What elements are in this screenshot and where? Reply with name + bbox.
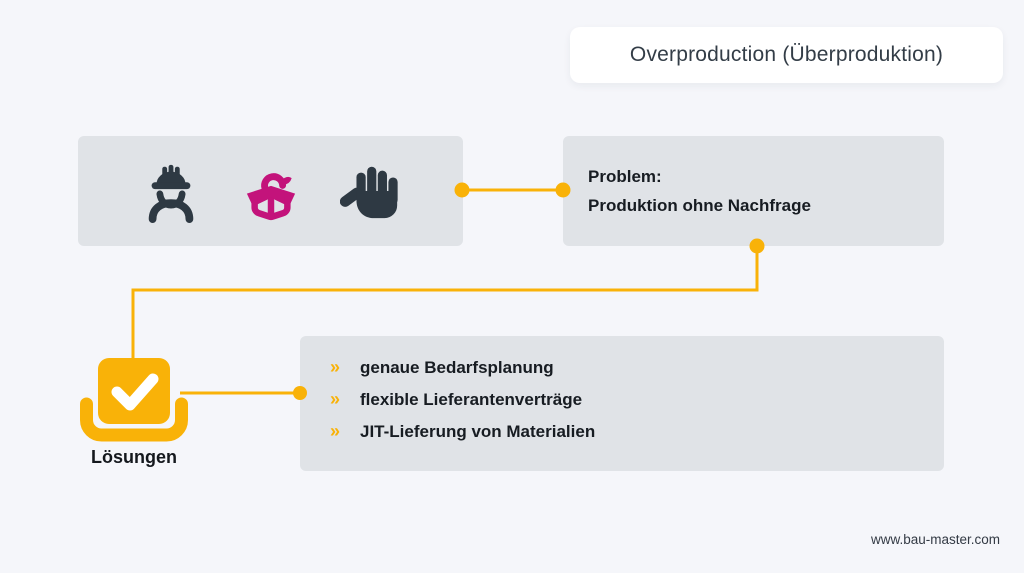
solutions-label: Lösungen [91, 447, 177, 467]
chevron-bullet-icon: » [330, 357, 341, 377]
list-item: » genaue Bedarfsplanung [330, 357, 944, 389]
solutions-checkbox-icon [80, 356, 188, 444]
open-box-icon [240, 158, 302, 224]
title-card: Overproduction (Überproduktion) [570, 27, 1003, 83]
website-url: www.bau-master.com [870, 532, 1000, 547]
solution-text: JIT-Lieferung von Materialien [360, 422, 596, 441]
solution-text: flexible Lieferantenverträge [360, 390, 583, 409]
solution-text: genaue Bedarfsplanung [360, 358, 554, 377]
solutions-list: » genaue Bedarfsplanung » flexible Liefe… [330, 357, 944, 453]
waste-icons-panel [78, 136, 463, 246]
construction-worker-icon [140, 158, 202, 224]
problem-label: Problem: [588, 167, 662, 186]
list-item: » JIT-Lieferung von Materialien [330, 421, 944, 453]
solutions-panel: » genaue Bedarfsplanung » flexible Liefe… [300, 336, 944, 471]
page-title: Overproduction (Überproduktion) [629, 43, 944, 66]
problem-panel: Problem: Produktion ohne Nachfrage [563, 136, 944, 246]
chevron-bullet-icon: » [330, 389, 341, 409]
stop-hand-icon [339, 158, 402, 224]
chevron-bullet-icon: » [330, 421, 341, 441]
problem-text: Produktion ohne Nachfrage [588, 196, 811, 215]
list-item: » flexible Lieferantenverträge [330, 389, 944, 421]
